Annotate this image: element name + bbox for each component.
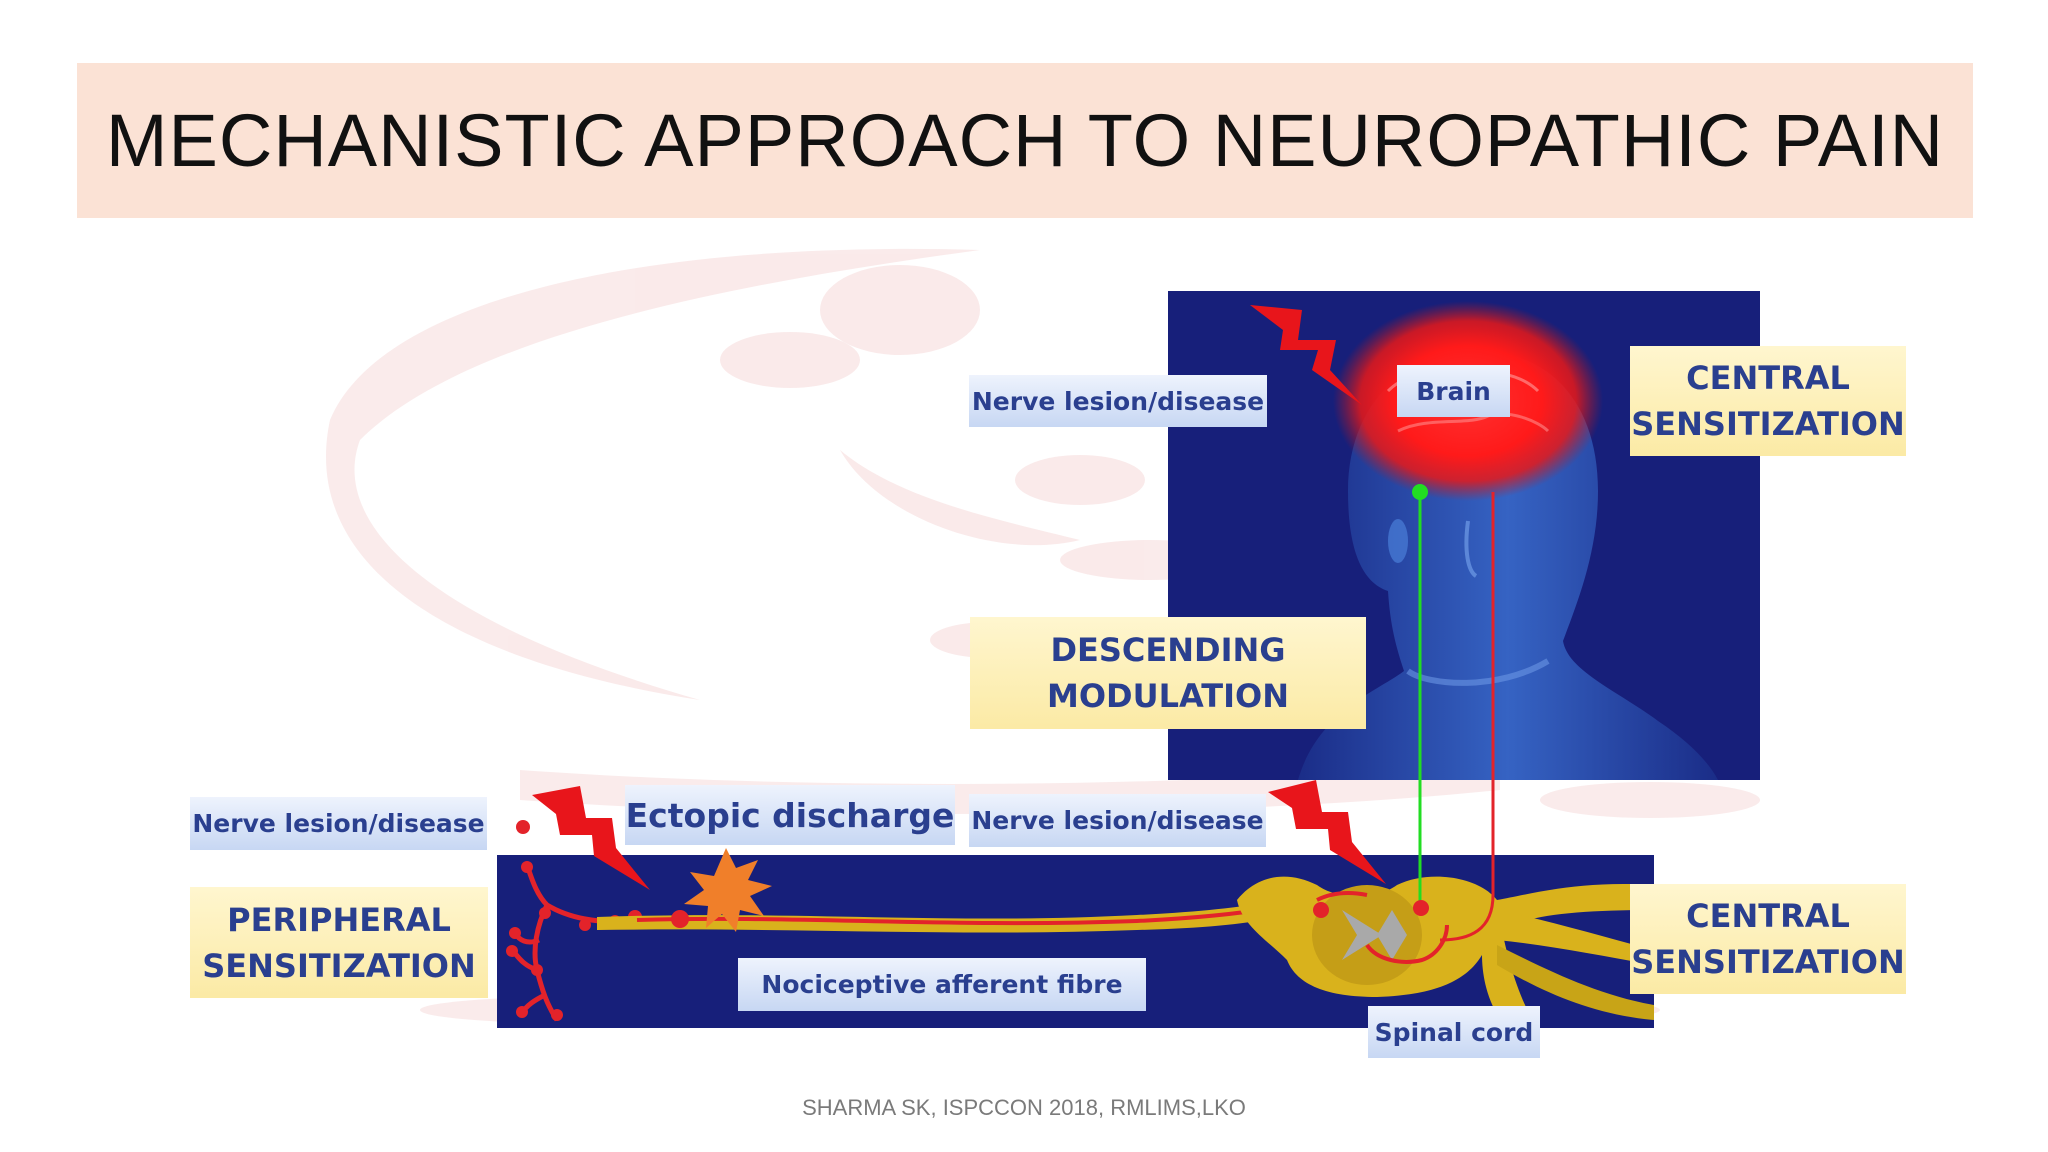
- spinal-cord-label: Spinal cord: [1368, 1006, 1540, 1058]
- nerve-lesion-label-middle: Nerve lesion/disease: [969, 794, 1266, 847]
- brain-label: Brain: [1397, 365, 1510, 417]
- page-title: MECHANISTIC APPROACH TO NEUROPATHIC PAIN: [105, 99, 1945, 182]
- nerve-fibre: [597, 897, 1327, 933]
- nerve-lesion-label-left: Nerve lesion/disease: [190, 797, 487, 850]
- ectopic-discharge-label: Ectopic discharge: [625, 785, 955, 845]
- nerve-lesion-label-brain: Nerve lesion/disease: [969, 375, 1267, 427]
- footer-citation: SHARMA SK, ISPCCON 2018, RMLIMS,LKO: [802, 1095, 1246, 1120]
- peripheral-sensitization-label: PERIPHERAL SENSITIZATION: [190, 887, 488, 998]
- nerve-endings-icon: [510, 864, 638, 1022]
- central-sensitization-top-label: CENTRAL SENSITIZATION: [1630, 346, 1906, 456]
- title-bar: MECHANISTIC APPROACH TO NEUROPATHIC PAIN: [77, 63, 1973, 218]
- central-sensitization-bottom-label: CENTRAL SENSITIZATION: [1630, 884, 1906, 994]
- nociceptive-fibre-label: Nociceptive afferent fibre: [738, 958, 1146, 1011]
- descending-modulation-label: DESCENDING MODULATION: [970, 617, 1366, 729]
